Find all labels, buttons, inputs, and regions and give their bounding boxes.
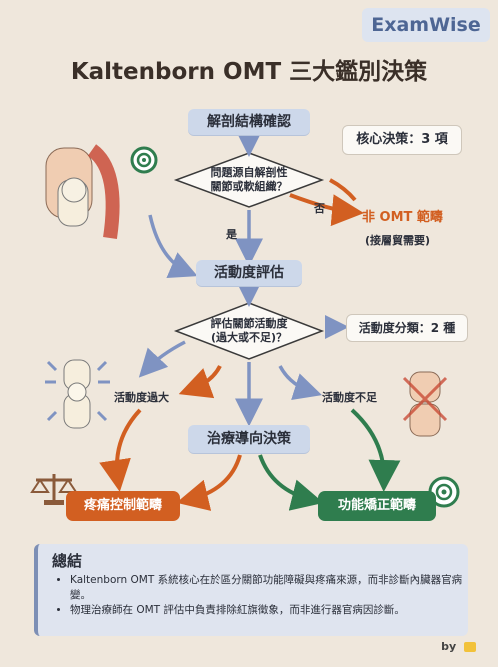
outcome-non-omt: 非 OMT 範疇 [362, 210, 443, 225]
step-anatomy: 解剖結構確認 [188, 109, 310, 135]
branch-excessive-label: 活動度過大 [114, 391, 169, 404]
badge-core-decisions: 核心決策：3 項 [342, 125, 462, 155]
byline-text: by [441, 640, 457, 653]
summary-panel: 總結 Kaltenborn OMT 系統核心在於區分關節功能障礙與疼痛來源，而非… [34, 544, 468, 636]
badge-mobility-categories: 活動度分類：2 種 [346, 314, 468, 342]
step-treatment: 治療導向決策 [188, 425, 310, 453]
brand-badge: ExamWise [362, 8, 490, 42]
arrow-d2-left [138, 340, 186, 378]
arrow-excessive-to-pain [99, 408, 142, 492]
arrow-step3-to-pain [176, 454, 242, 511]
page-title: Kaltenborn OMT 三大鑑別決策 [70, 59, 428, 85]
decision-1-line2: 關節或軟組織？ [210, 180, 288, 193]
decision-diamond-2 [173, 302, 325, 360]
byline: by [441, 640, 476, 653]
summary-list: Kaltenborn OMT 系統核心在於區分關節功能障礙與疼痛來源，而非診斷內… [38, 573, 468, 618]
logo-icon [464, 642, 476, 652]
knee-muscle-illustration [45, 144, 120, 240]
outcome-functional-correction: 功能矯正範疇 [318, 491, 436, 521]
arrow-d2-orange [178, 365, 222, 399]
arrow-step3-to-function [258, 454, 324, 511]
decision-2-line2: (過大或不足)？ [210, 331, 288, 344]
target-icon-2 [428, 476, 460, 508]
decision-diamond-1 [173, 152, 325, 208]
decision-2-line1: 評估關節活動度 [210, 317, 288, 330]
branch-no-label: 否 [314, 202, 325, 215]
summary-point-1: Kaltenborn OMT 系統核心在於區分關節功能障礙與疼痛來源，而非診斷內… [70, 573, 468, 603]
arrow-upper-orange [329, 178, 357, 202]
branch-insufficient-label: 活動度不足 [322, 391, 377, 404]
branch-yes-label: 是 [226, 228, 237, 241]
decision-2-text: 評估關節活動度 (過大或不足)？ [176, 317, 322, 345]
stiff-joint-illustration [402, 371, 448, 437]
step-mobility: 活動度評估 [196, 260, 302, 286]
summary-heading: 總結 [52, 552, 83, 570]
arrow-no-branch [289, 193, 364, 227]
hypermobile-joint-illustration [45, 359, 110, 429]
outcome-non-omt-note: (接層貿需要) [365, 234, 431, 247]
summary-point-2: 物理治療師在 OMT 評估中負責排除紅旗徵象，而非進行器官病因診斷。 [70, 603, 468, 618]
arrow-left-loop [148, 214, 198, 278]
outcome-pain-control: 疼痛控制範疇 [66, 491, 180, 521]
arrow-d2-right [278, 365, 323, 401]
target-icon-1 [130, 146, 158, 174]
arrow-insufficient-to-function [350, 408, 401, 492]
decision-1-line1: 問題源自解剖性 [210, 166, 288, 179]
decision-1-text: 問題源自解剖性 關節或軟組織？ [176, 166, 322, 194]
